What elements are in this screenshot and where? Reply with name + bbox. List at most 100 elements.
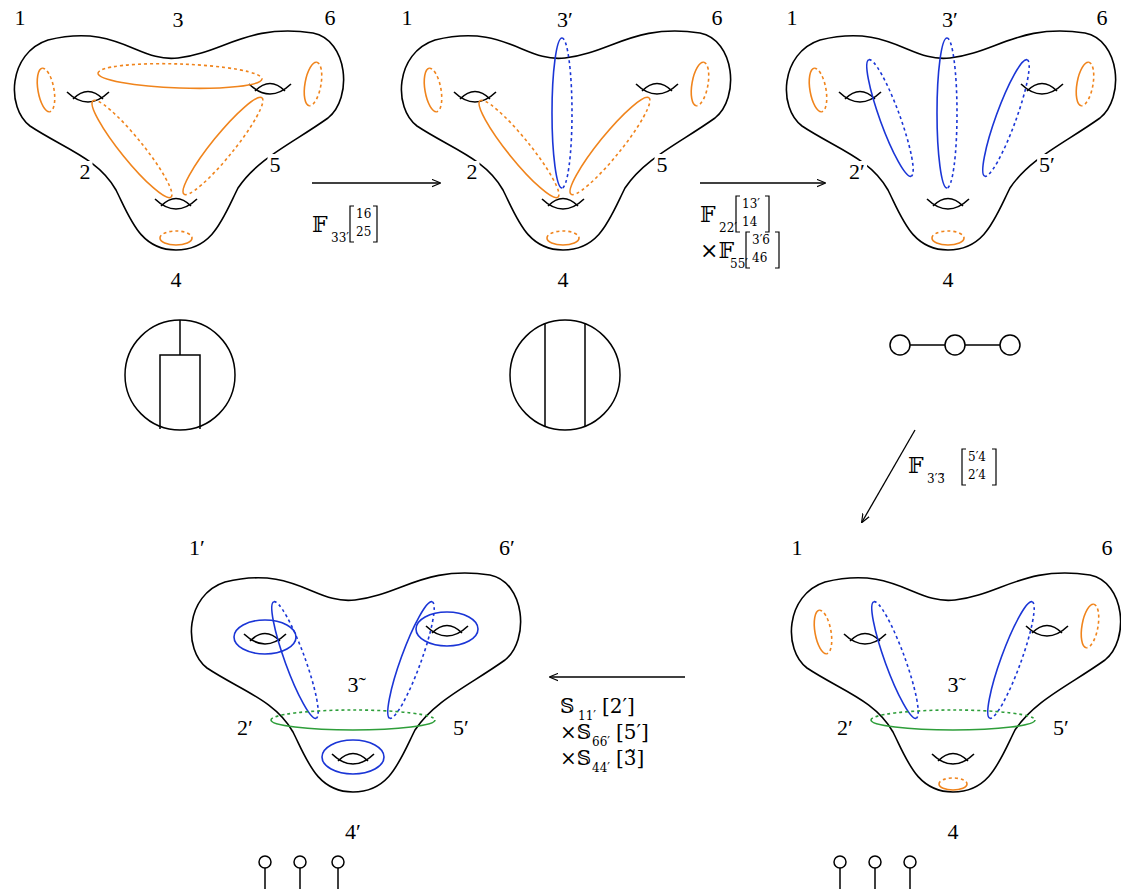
surface: 13′62′5′4 xyxy=(780,18,1120,253)
curve xyxy=(806,67,829,113)
curve xyxy=(811,609,834,655)
curve xyxy=(871,710,1035,730)
curve xyxy=(416,612,478,646)
handle-hole xyxy=(844,634,886,645)
curve xyxy=(301,61,324,107)
handle-hole xyxy=(332,754,374,765)
boundary-label: 3̃ xyxy=(946,674,961,696)
curve xyxy=(552,38,572,188)
surface: 1′6′3̃2′5′4′ xyxy=(185,560,525,795)
boundary-label: 3′ xyxy=(940,9,960,31)
boundary-label: 2′ xyxy=(847,161,867,183)
handle-hole xyxy=(542,199,584,210)
curve xyxy=(98,61,263,91)
boundary-label: 1 xyxy=(13,7,28,29)
curve xyxy=(264,598,325,721)
boundary-label: 2 xyxy=(78,161,93,183)
matrix-bracket xyxy=(350,196,996,485)
lollipop-graph xyxy=(259,856,344,889)
move-label: 2′4 xyxy=(968,469,986,481)
move-label: 𝕊 xyxy=(560,696,574,716)
curve xyxy=(937,38,957,188)
boundary-label: 2′ xyxy=(235,717,255,739)
handle-hole xyxy=(155,199,197,210)
boundary-label: 4′ xyxy=(343,821,363,843)
boundary-label: 4 xyxy=(556,269,571,291)
handle-hole xyxy=(249,84,291,95)
move-label: ×𝕊 xyxy=(560,748,591,768)
move-label: 𝔽 xyxy=(700,204,716,226)
move-arrow xyxy=(862,430,915,522)
move-label: 𝔽 xyxy=(312,214,328,236)
move-label: 22′ xyxy=(719,222,737,234)
surface: 163̃2′5′4 xyxy=(785,560,1121,795)
handle-hole xyxy=(426,626,468,637)
surface: 13′6254 xyxy=(395,18,735,253)
boundary-label: 3′ xyxy=(555,9,575,31)
curve xyxy=(471,94,566,204)
handle-hole xyxy=(454,92,496,103)
move-label: 13′ xyxy=(742,198,760,210)
move-label: ×𝕊 xyxy=(560,722,591,742)
boundary-label: 5′ xyxy=(451,717,471,739)
handle-hole xyxy=(1026,626,1068,637)
move-arrow xyxy=(312,182,440,183)
move-label: 33′ xyxy=(331,232,349,244)
boundary-label: 5′ xyxy=(1051,717,1071,739)
curve xyxy=(859,56,920,179)
handle-hole xyxy=(67,92,109,103)
boundary-label: 3̃ xyxy=(346,674,361,696)
curve xyxy=(1073,61,1096,107)
boundary-label: 4 xyxy=(169,269,184,291)
move-label: 46 xyxy=(752,252,767,264)
boundary-label: 6 xyxy=(1100,537,1115,559)
lollipop-graph xyxy=(834,856,916,889)
boundary-label: 5 xyxy=(655,154,670,176)
move-label: 55′ xyxy=(730,258,748,270)
move-label: [3̃] xyxy=(616,748,644,768)
boundary-label: 3 xyxy=(171,9,186,31)
surface-outline xyxy=(395,18,735,253)
move-label: 66′ xyxy=(592,736,610,748)
curve xyxy=(932,231,964,245)
curve xyxy=(234,620,296,654)
move-label: 𝔽 xyxy=(908,455,924,477)
handle-hole xyxy=(244,634,286,645)
curve xyxy=(547,231,579,245)
curve xyxy=(322,740,384,774)
curve xyxy=(939,778,967,790)
chord-diagram xyxy=(510,320,620,430)
handle-hole xyxy=(1021,84,1063,95)
curve xyxy=(175,91,270,201)
chord-diagram xyxy=(125,320,235,430)
boundary-label: 2′ xyxy=(835,717,855,739)
move-label: 3′3̃ xyxy=(927,473,945,485)
move-label: [2′] xyxy=(602,696,635,716)
curve xyxy=(84,94,179,204)
curve xyxy=(160,231,192,245)
curve xyxy=(980,598,1041,721)
boundary-label: 4 xyxy=(941,269,956,291)
boundary-label: 6′ xyxy=(497,537,517,559)
handle-hole xyxy=(932,754,974,765)
surface: 136254 xyxy=(8,18,348,253)
curve xyxy=(380,598,441,721)
boundary-label: 6 xyxy=(710,7,725,29)
move-label: 5′4 xyxy=(968,451,986,463)
curve xyxy=(562,91,657,201)
move-label: 25 xyxy=(356,226,371,238)
boundary-label: 2 xyxy=(465,161,480,183)
move-label: 44′ xyxy=(592,762,610,774)
curve xyxy=(421,67,444,113)
move-arrow xyxy=(550,676,685,677)
handle-hole xyxy=(636,84,678,95)
boundary-label: 1′ xyxy=(187,537,207,559)
curve xyxy=(271,710,435,730)
boundary-label: 1 xyxy=(400,7,415,29)
boundary-label: 1 xyxy=(785,7,800,29)
handle-hole xyxy=(927,199,969,210)
move-arrow xyxy=(700,182,825,183)
boundary-label: 6 xyxy=(323,7,338,29)
curve xyxy=(975,56,1036,179)
move-label: 11′ xyxy=(578,710,596,722)
